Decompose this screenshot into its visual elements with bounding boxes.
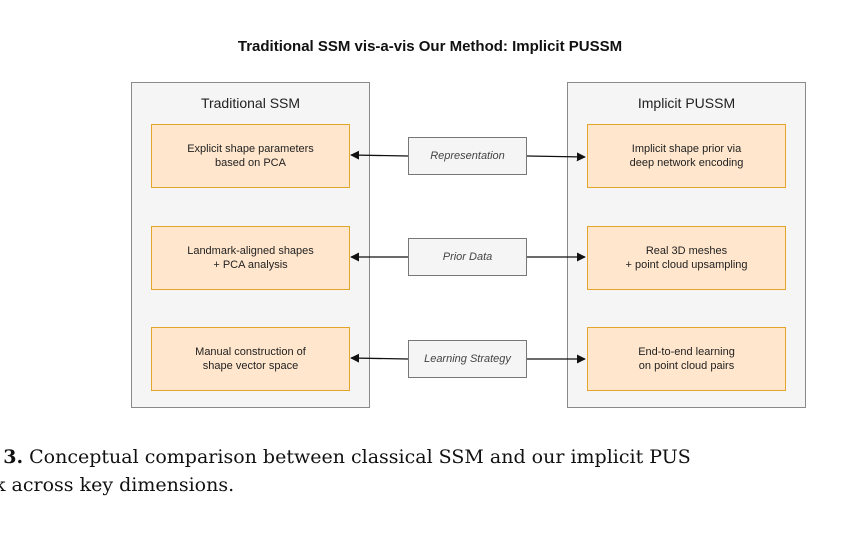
diagram-title: Traditional SSM vis-a-vis Our Method: Im… [237, 38, 623, 55]
implicit-pussm-title: Implicit PUSSM [637, 95, 736, 111]
implicit-pussm-panel: Implicit PUSSM Implicit shape prior via … [567, 82, 806, 408]
arrow-representation-right [526, 152, 586, 162]
caption-figure-label: . 3. [0, 446, 24, 468]
pussm-representation-box: Implicit shape prior via deep network en… [587, 124, 786, 188]
pussm-prior-data-box: Real 3D meshes + point cloud upsampling [587, 226, 786, 290]
traditional-learning-strategy-box: Manual construction of shape vector spac… [151, 327, 350, 391]
traditional-representation-box: Explicit shape parameters based on PCA [151, 124, 350, 188]
caption-text-1: Conceptual comparison between classical … [23, 446, 691, 468]
caption-line-1: . 3. Conceptual comparison between class… [0, 444, 691, 470]
traditional-prior-data-box: Landmark-aligned shapes + PCA analysis [151, 226, 350, 290]
dimension-prior-data: Prior Data [408, 238, 527, 276]
traditional-ssm-panel: Traditional SSM Explicit shape parameter… [131, 82, 370, 408]
pussm-learning-strategy-box: End-to-end learning on point cloud pairs [587, 327, 786, 391]
dimension-learning-strategy: Learning Strategy [408, 340, 527, 378]
arrow-representation-left [350, 150, 409, 160]
arrow-learning-left [350, 353, 409, 363]
traditional-ssm-title: Traditional SSM [200, 95, 301, 111]
caption-line-2: k across key dimensions. [0, 474, 235, 496]
dimension-representation: Representation [408, 137, 527, 175]
